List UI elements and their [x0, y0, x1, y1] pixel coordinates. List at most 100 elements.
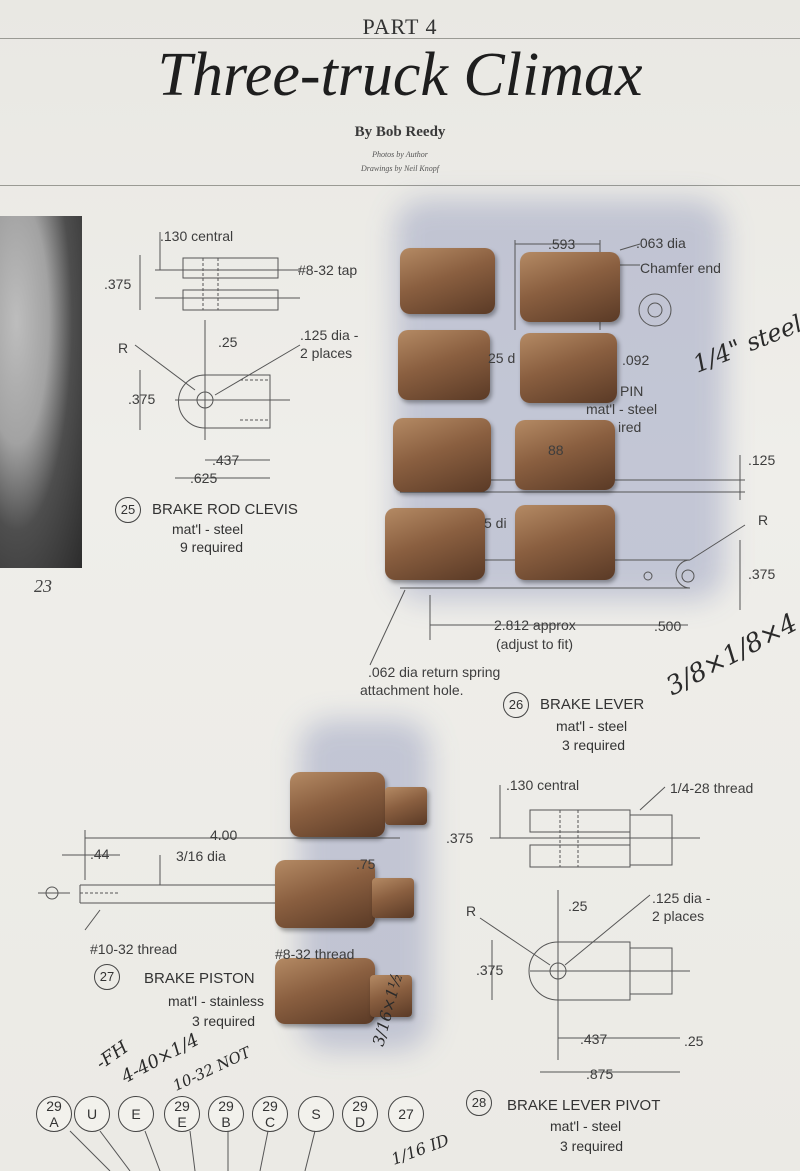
- callout-bottom-label: D: [354, 1114, 366, 1130]
- dim-label: 4.00: [210, 827, 238, 843]
- part-quantity: 9 required: [180, 539, 244, 555]
- dim-label: 88: [548, 442, 564, 458]
- dim-label: .062 dia return spring: [368, 664, 501, 680]
- pivot-thread-top: [629, 814, 673, 866]
- dim-label: .437: [580, 1031, 608, 1047]
- part-name: BRAKE LEVER: [540, 696, 645, 713]
- part-quantity: 3 required: [562, 737, 626, 753]
- dim-label: R: [118, 340, 129, 356]
- dim-label: .593: [548, 236, 576, 252]
- callout-top-label: 29: [262, 1098, 278, 1114]
- locomotive-photo: [0, 216, 82, 568]
- callout-top-label: 29: [46, 1098, 62, 1114]
- dim-label: .063 dia: [636, 235, 686, 251]
- dim-label: 5 di: [484, 515, 507, 531]
- byline: By Bob Reedy: [354, 124, 446, 140]
- photo-part-thread: [372, 878, 414, 918]
- pivot-bottom-arm: [529, 844, 631, 868]
- callout-bottom-label: C: [264, 1114, 276, 1130]
- dim-label: .125 dia -: [652, 890, 711, 906]
- photo-part-piston-clevis: [275, 958, 375, 1024]
- callout-bottom-label: E: [177, 1114, 187, 1130]
- dim-label: PIN: [620, 383, 644, 399]
- dim-label: .500: [654, 618, 682, 634]
- dim-label: ired: [618, 419, 642, 435]
- dim-label: .375: [104, 276, 132, 292]
- part-label: PART 4: [362, 14, 438, 39]
- photo-part-clevis: [385, 508, 485, 580]
- photo-part-clevis: [400, 248, 495, 314]
- dim-label: R: [758, 512, 769, 528]
- dim-label: .375: [446, 830, 474, 846]
- part-material: mat'l - stainless: [168, 993, 265, 1009]
- photo-part-piston-clevis: [290, 772, 385, 837]
- callout-top-label: E: [131, 1106, 141, 1122]
- callout-top-label: U: [86, 1106, 98, 1122]
- header-rule-bottom: [0, 185, 800, 186]
- dim-label: 2 places: [300, 345, 353, 361]
- callout-top-label: 27: [398, 1106, 414, 1122]
- callout-bottom-label: B: [221, 1114, 231, 1130]
- callout-circle: 27: [388, 1096, 424, 1132]
- dim-label: attachment hole.: [360, 682, 464, 698]
- dim-label: .130 central: [506, 777, 580, 793]
- dim-label: 2.812 approx: [494, 617, 576, 633]
- photo-credit: Photos by Author: [372, 150, 428, 159]
- callout-circle: E: [118, 1096, 154, 1132]
- photo-part-fork: [520, 252, 620, 322]
- dim-label: R: [466, 903, 477, 919]
- photo-part-thread: [370, 975, 412, 1017]
- lever-hole-end: [681, 569, 695, 583]
- dim-label: .75: [356, 856, 376, 872]
- part-number-circle: 26: [503, 692, 529, 718]
- article-title: Three-truck Climax: [157, 41, 643, 109]
- dim-label: #8-32 tap: [298, 262, 358, 278]
- dim-label: .625: [190, 470, 218, 486]
- part-quantity: 3 required: [560, 1138, 624, 1154]
- dim-label: 1/4-28 thread: [670, 780, 754, 796]
- dim-label: .25: [218, 334, 238, 350]
- dim-label: .092: [622, 352, 650, 368]
- callout-circle: U: [74, 1096, 110, 1132]
- pin-end-view-inner: [647, 302, 663, 318]
- part-name: BRAKE ROD CLEVIS: [152, 501, 298, 518]
- dim-label: #10-32 thread: [90, 941, 178, 957]
- part-name: BRAKE PISTON: [144, 970, 255, 987]
- dim-label: .375: [128, 391, 156, 407]
- dim-label: .25: [568, 898, 588, 914]
- callout-top-label: 29: [352, 1098, 368, 1114]
- callout-circle: S: [298, 1096, 334, 1132]
- dim-label: .437: [212, 452, 240, 468]
- dim-label: .375: [748, 566, 776, 582]
- callout-top-label: 29: [174, 1098, 190, 1114]
- dim-label: .125 dia -: [300, 327, 359, 343]
- clevis-top-arm: [182, 257, 279, 279]
- dim-label: .44: [90, 846, 110, 862]
- clevis-side-outline: [178, 374, 271, 429]
- dim-label: .125: [748, 452, 776, 468]
- drawing-credit: Drawings by Neil Knopf: [360, 164, 439, 173]
- dim-label: .25: [684, 1033, 704, 1049]
- header-rule-top: [0, 38, 800, 39]
- photo-part-fork: [520, 333, 617, 403]
- callout-top-label: 29: [218, 1098, 234, 1114]
- lever-hole-small: [643, 571, 653, 581]
- photo-part-clevis: [398, 330, 490, 400]
- dim-label: 3/16 dia: [176, 848, 226, 864]
- dim-label: Chamfer end: [640, 260, 721, 276]
- part-number-circle: 28: [466, 1090, 492, 1116]
- photo-part-fork: [515, 505, 615, 580]
- part-number-circle: 27: [94, 964, 120, 990]
- dim-label: #8-32 thread: [275, 946, 355, 962]
- part-material: mat'l - steel: [556, 718, 628, 734]
- callout-top-label: S: [311, 1106, 321, 1122]
- part-material: mat'l - steel: [172, 521, 244, 537]
- photo-figure-number: 23: [34, 576, 52, 596]
- dim-label: .875: [586, 1066, 614, 1082]
